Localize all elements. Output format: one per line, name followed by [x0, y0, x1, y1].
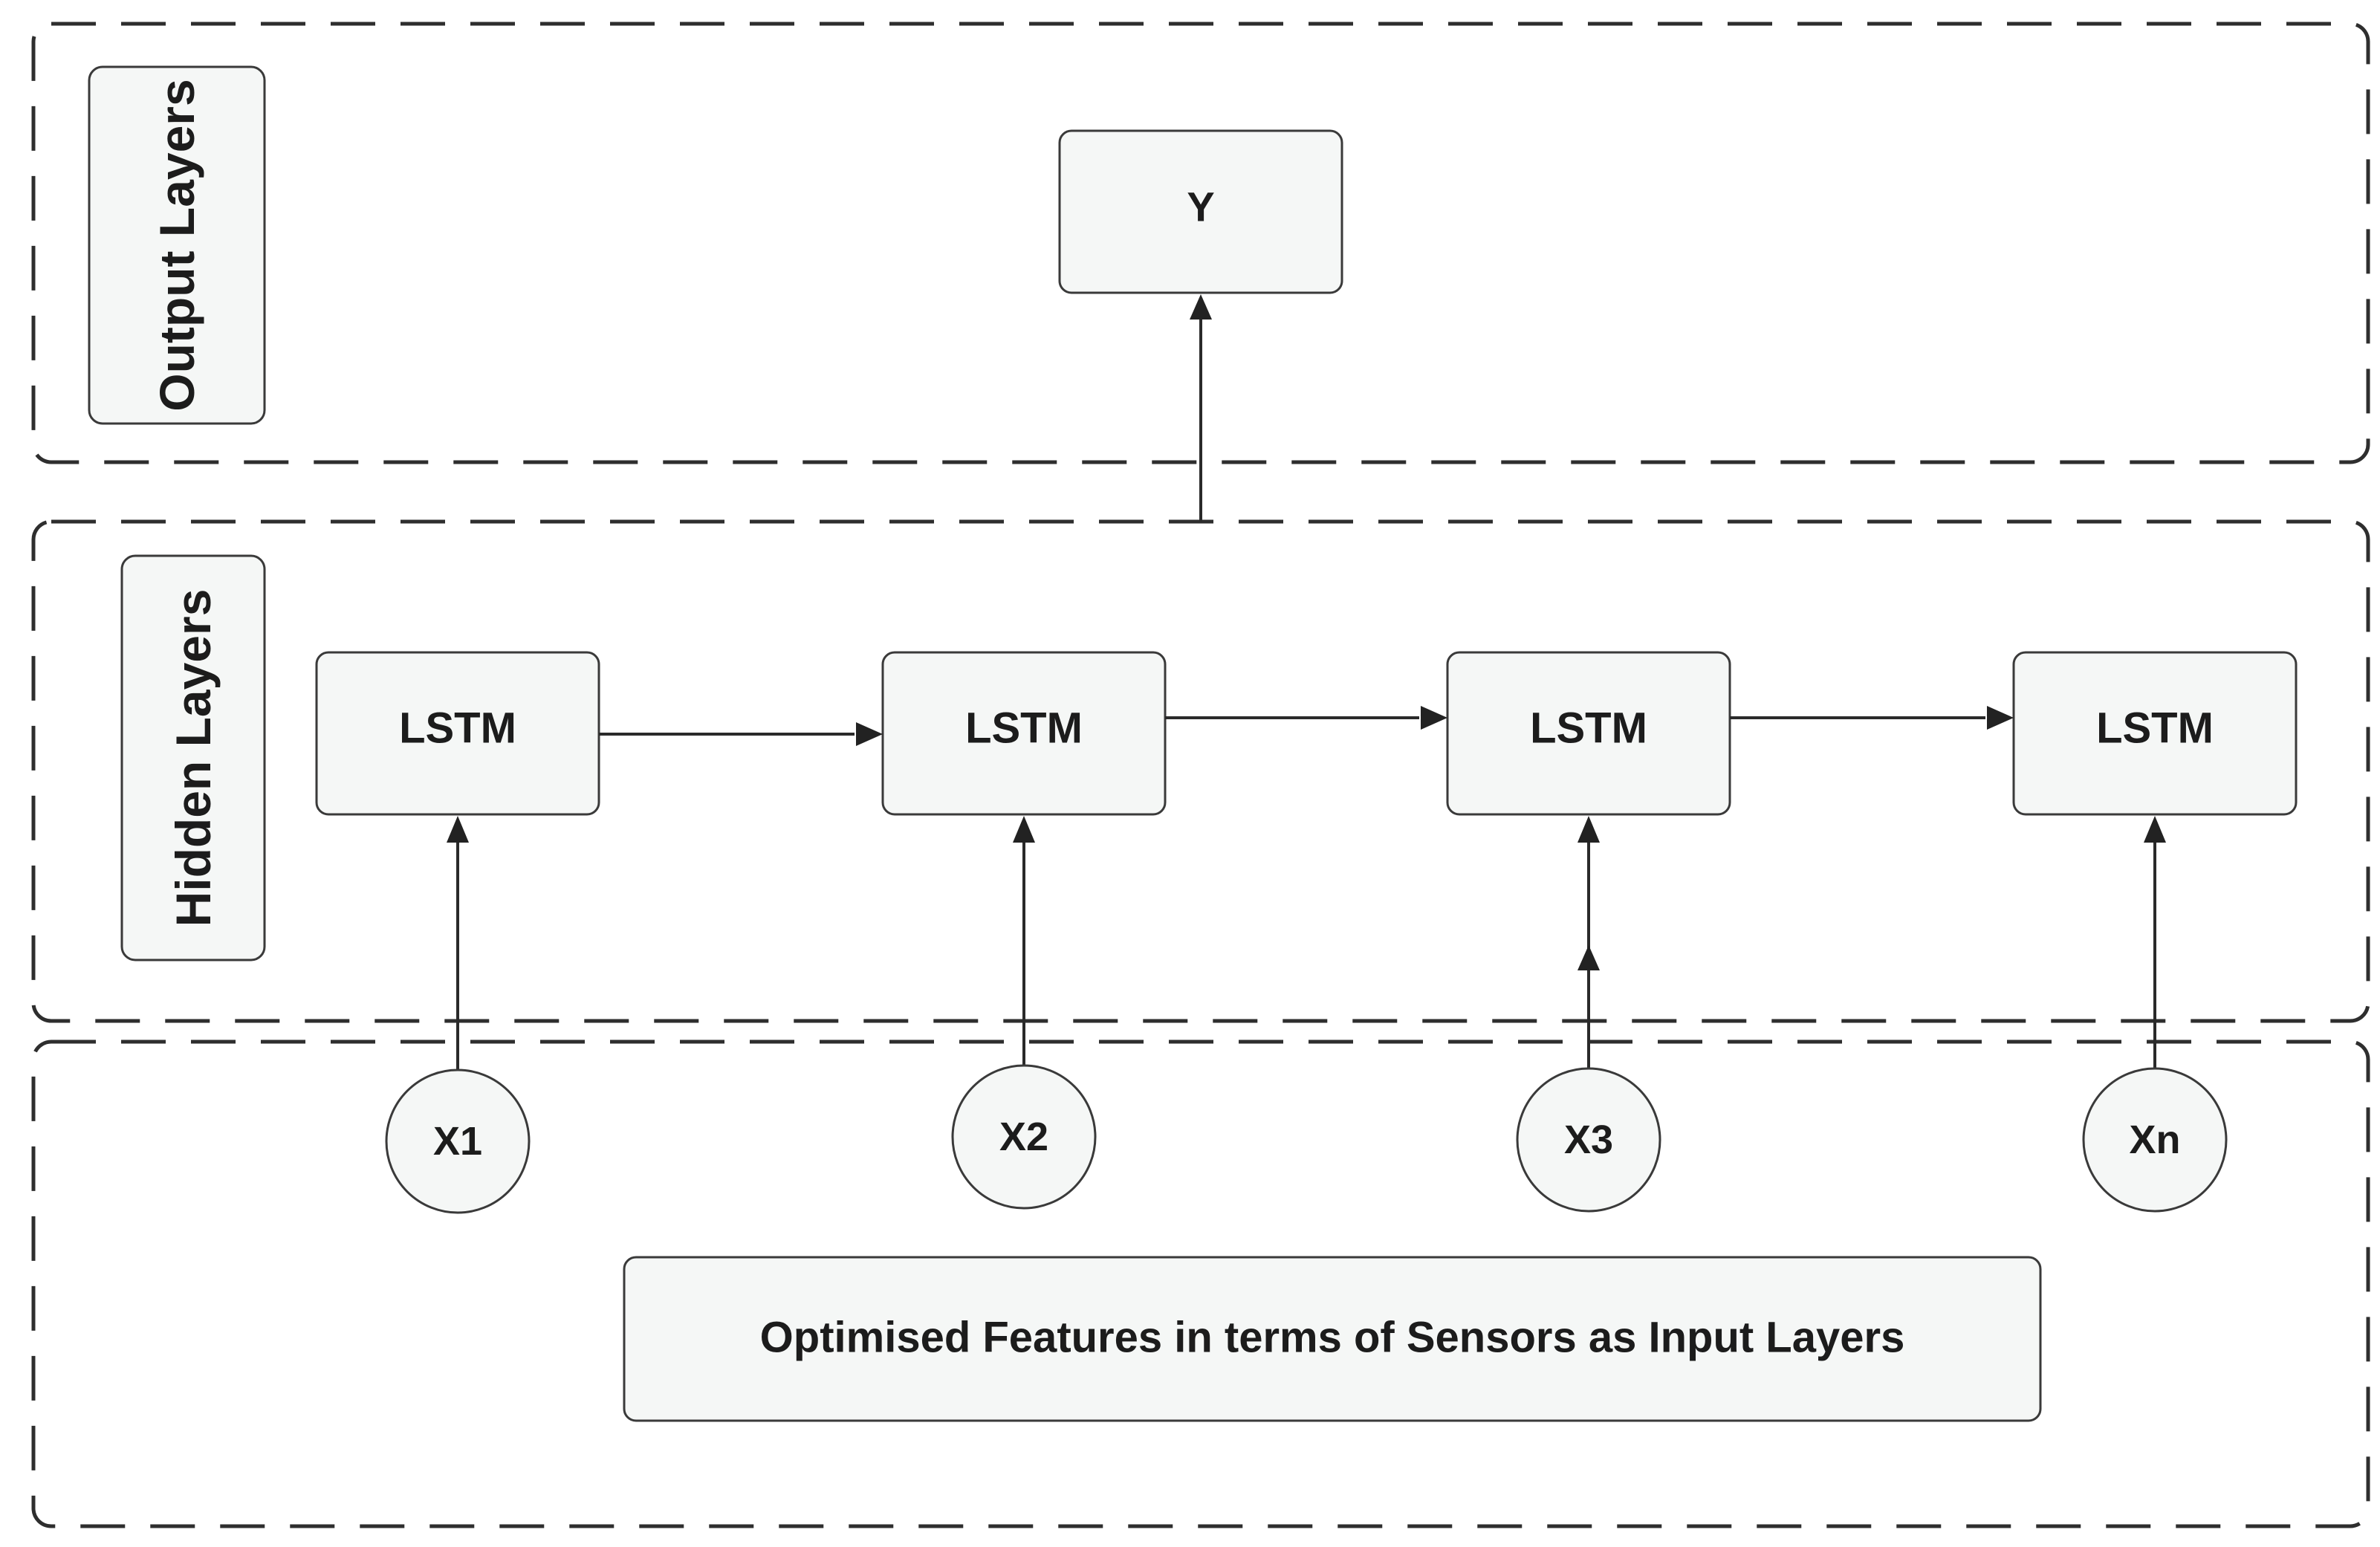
hidden-layers-label: Hidden Layers [166, 589, 221, 927]
input-to-lstm-mid-arrowhead [1578, 945, 1600, 970]
output-node-y [1058, 129, 1343, 294]
input-node: X1 [385, 1068, 531, 1214]
hidden-to-output-arrowhead [1190, 294, 1212, 320]
lstm-recurrent-arrowhead [1421, 706, 1447, 730]
output-layer-region [31, 22, 2370, 464]
hidden-layers-label-box [120, 554, 266, 961]
input-node-label: X1 [433, 1119, 482, 1164]
input-node: Xn [2082, 1067, 2228, 1213]
output-layers-label-box [88, 65, 266, 425]
lstm-cell-label: LSTM [965, 704, 1083, 753]
lstm-cell: LSTM [2012, 651, 2298, 816]
input-to-lstm-arrowhead [1578, 816, 1600, 843]
lstm-cell-label: LSTM [2096, 704, 2214, 753]
lstm-cell-box [2012, 651, 2298, 816]
input-node-label: X2 [999, 1115, 1048, 1159]
input-layers-caption: Optimised Features in terms of Sensors a… [760, 1314, 1905, 1362]
input-to-lstm-arrowhead [447, 816, 469, 843]
lstm-cell-label: LSTM [399, 704, 516, 753]
lstm-cell-box [881, 651, 1167, 816]
input-node: X3 [1516, 1067, 1661, 1213]
lstm-cell: LSTM [315, 651, 600, 816]
lstm-cell-label: LSTM [1530, 704, 1647, 753]
input-node-circle [2082, 1067, 2228, 1213]
input-to-lstm-arrowhead [2144, 816, 2166, 843]
lstm-cell-box [1446, 651, 1731, 816]
output-layers-label: Output Layers [149, 79, 204, 411]
input-node-circle [951, 1064, 1097, 1210]
output-node-label: Y [1187, 184, 1214, 230]
lstm-recurrent-arrowhead [856, 722, 883, 746]
input-node: X2 [951, 1064, 1097, 1210]
input-node-label: Xn [2129, 1118, 2180, 1162]
lstm-cell: LSTM [881, 651, 1167, 816]
input-layers-caption-box [623, 1256, 2042, 1422]
input-to-lstm-arrowhead [1013, 816, 1035, 843]
input-layer-region [31, 1040, 2370, 1528]
lstm-recurrent-arrowhead [1987, 706, 2014, 730]
lstm-cell: LSTM [1446, 651, 1731, 816]
input-node-circle [1516, 1067, 1661, 1213]
input-node-label: X3 [1564, 1118, 1613, 1162]
input-node-circle [385, 1068, 531, 1214]
